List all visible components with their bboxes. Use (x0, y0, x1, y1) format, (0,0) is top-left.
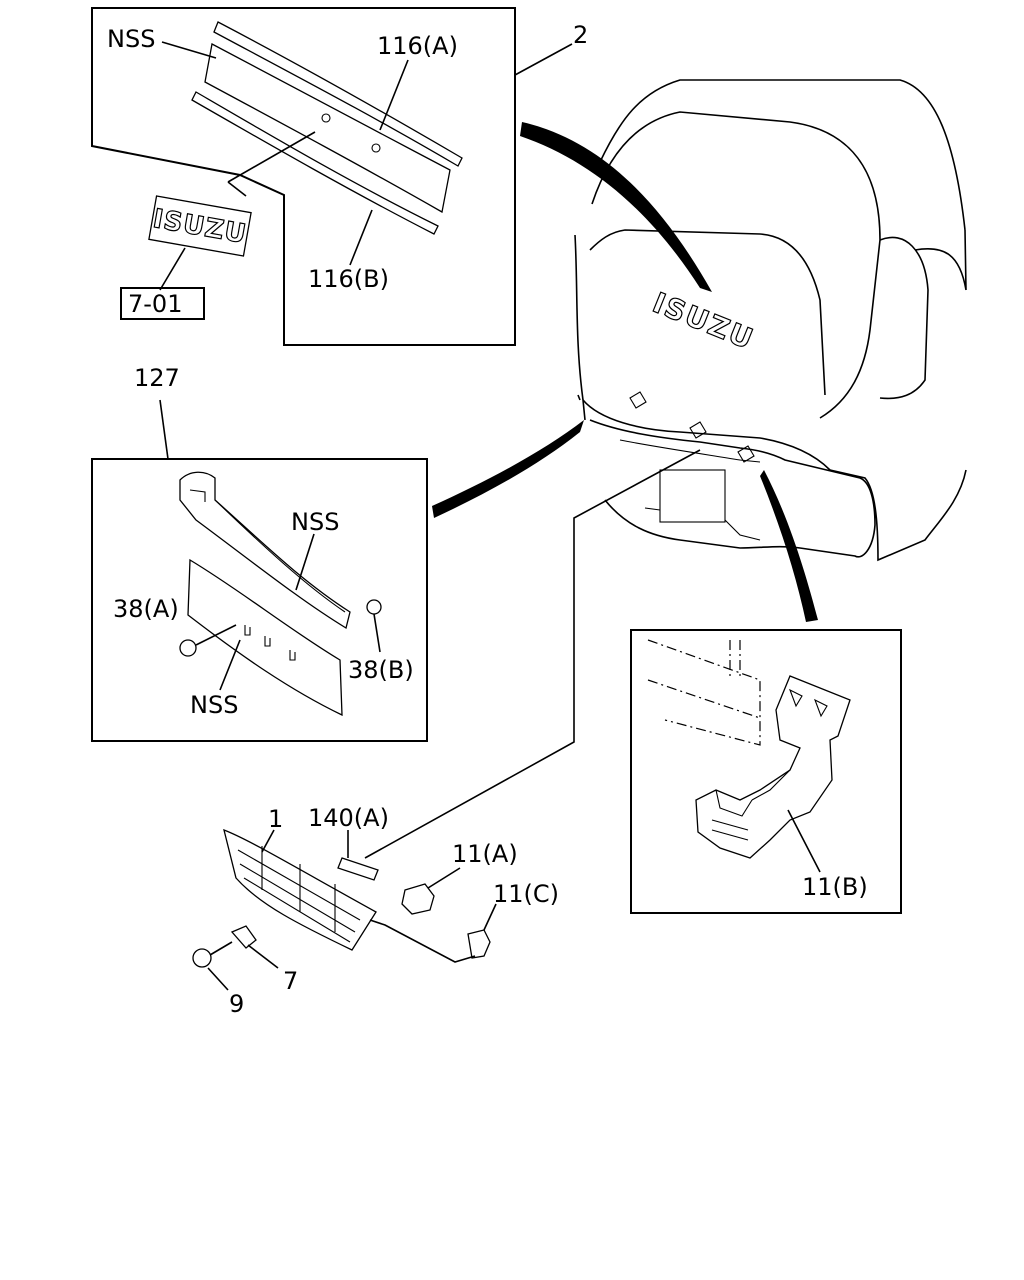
label-127: 127 (134, 364, 180, 392)
vehicle-roof (599, 79, 966, 231)
leader-116a (379, 59, 409, 131)
label-701: 7-01 (128, 290, 182, 318)
ref-701-box (120, 287, 205, 320)
inset-top-frame (91, 7, 516, 346)
molding-panel (204, 43, 451, 214)
label-38b: 38(B) (348, 656, 414, 684)
vehicle-right-body (914, 229, 967, 291)
vehicle-front-panel (589, 229, 826, 396)
inset-top (91, 7, 573, 346)
leader-emblem-2 (227, 181, 247, 197)
clip-11b-body (695, 675, 851, 859)
vehicle-hood-outline (591, 111, 881, 419)
grille-assembly (192, 449, 701, 991)
grille-opening (619, 439, 761, 463)
leader-emblem (227, 131, 316, 183)
label-11c: 11(C) (493, 880, 559, 908)
leader-11a (427, 867, 461, 889)
label-2: 2 (573, 21, 588, 49)
emblem-decal-plate (148, 195, 252, 257)
bolt-9-shaft (209, 941, 233, 956)
vehicle-emblem: ISUZU (647, 285, 759, 357)
bumper-ghost-post (729, 640, 741, 680)
clip-11c (467, 929, 491, 959)
vehicle-body-side (574, 234, 586, 421)
vehicle-bumper (577, 394, 876, 558)
panel-hole-1 (321, 113, 331, 123)
label-nss-top: NSS (107, 25, 155, 53)
callout-arrow-top (520, 122, 712, 292)
label-11a: 11(A) (452, 840, 518, 868)
leader-2 (514, 43, 573, 76)
bumper-ghost-outline (647, 639, 761, 746)
leader-701 (159, 247, 186, 291)
vehicle-lower-body (582, 399, 967, 562)
panel-hole-2 (371, 143, 381, 153)
label-9: 9 (229, 990, 244, 1018)
leader-vehicle-to-grille (364, 449, 701, 859)
bumper-upper-bar (179, 471, 351, 630)
label-38a: 38(A) (113, 595, 179, 623)
label-11b: 11(B) (802, 873, 868, 901)
clip-38b (366, 599, 382, 615)
grille-1-slats (237, 846, 361, 943)
leader-7 (247, 944, 279, 969)
label-nss-mid2: NSS (190, 691, 238, 719)
bumper-plate-notches (244, 625, 296, 661)
inset-middle-frame (91, 458, 428, 742)
license-plate-bracket (644, 507, 761, 541)
license-plate (659, 469, 726, 523)
inset-right (630, 629, 902, 914)
leader-nss-top (161, 41, 217, 59)
clip-38a (179, 639, 197, 657)
callout-arrow-middle (432, 420, 584, 518)
label-116b: 116(B) (308, 265, 389, 293)
leader-11c (483, 903, 497, 931)
leader-38b (373, 613, 381, 653)
vehicle-emblem-text: ISUZU (648, 286, 759, 356)
leader-127 (159, 399, 169, 460)
leader-grille-to-11c (369, 919, 476, 963)
leader-116b (349, 209, 373, 266)
callout-arrow-right (760, 470, 818, 622)
inset-right-frame (630, 629, 902, 914)
vehicle-wheelarch (879, 236, 929, 400)
molding-116a (213, 21, 463, 167)
leader-38a (195, 624, 237, 646)
leader-1 (261, 829, 275, 853)
emblem-decal: ISUZU (148, 195, 252, 257)
label-140a: 140(A) (308, 804, 389, 832)
leader-nss-mid2 (219, 639, 241, 691)
label-116a: 116(A) (377, 32, 458, 60)
leader-11b (787, 809, 821, 873)
labels: NSS 116(A) 2 116(B) 7-01 127 NSS 38(A) 3… (107, 21, 868, 1018)
bumper-upper-bar-detail (189, 489, 346, 613)
clip-7 (230, 925, 257, 949)
clip-11b-detail (711, 688, 828, 841)
leader-9 (207, 967, 229, 991)
label-7: 7 (283, 967, 298, 995)
leader-nss-mid1 (295, 533, 315, 591)
clip-11a (401, 883, 435, 915)
inset-middle (91, 399, 428, 742)
strip-140a (337, 857, 379, 881)
clip-points (629, 391, 755, 463)
bolt-9 (192, 948, 212, 968)
label-1: 1 (268, 805, 283, 833)
label-nss-mid1: NSS (291, 508, 339, 536)
molding-116b (191, 91, 439, 235)
